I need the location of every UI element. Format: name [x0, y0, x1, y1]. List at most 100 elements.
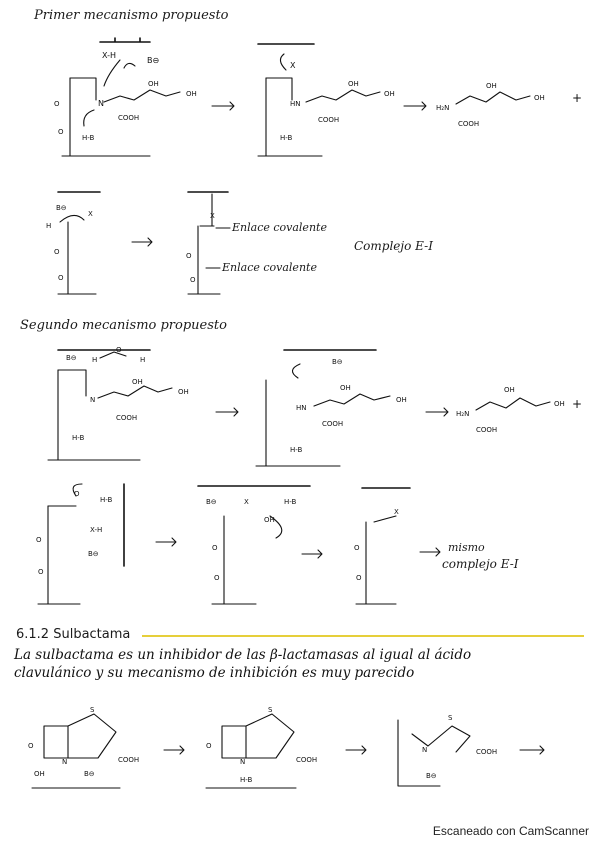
o-label-8b: O — [214, 574, 220, 582]
arrow-3a — [59, 214, 85, 223]
oh-label-2b: OH — [384, 90, 395, 98]
enzyme-wall-s3 — [397, 719, 441, 787]
h-label-3: H — [46, 222, 51, 230]
beta-lactam-ring-1 — [43, 725, 69, 759]
hb-label-1: H-B — [82, 134, 95, 142]
reaction-arrow-1 — [211, 101, 235, 111]
n-label-s1: N — [62, 758, 67, 766]
arrow-2a — [279, 53, 287, 71]
reaction-arrow-s3 — [519, 745, 545, 755]
arrow-1a — [103, 59, 121, 87]
bneg-label-3: B⊖ — [56, 204, 67, 212]
section-1-title: Primer mecanismo propuesto — [34, 8, 229, 23]
thiazolidine-ring-1 — [67, 713, 117, 759]
enlace-covalente-label-1: Enlace covalente — [232, 221, 327, 234]
sulbactam-paragraph-line-1: La sulbactama es un inhibidor de las β-l… — [14, 647, 472, 663]
water-bond — [99, 351, 127, 359]
reaction-arrow-s1 — [163, 745, 185, 755]
arrow-8a — [269, 515, 283, 539]
mismo-label: mismo — [448, 541, 485, 554]
section-2-title: Segundo mecanismo propuesto — [20, 318, 227, 333]
n-label-s2: N — [240, 758, 245, 766]
oh-label-1a: OH — [148, 80, 159, 88]
cooh-label-p2: COOH — [476, 426, 497, 434]
bneg-label-1: B⊖ — [147, 56, 159, 65]
chain-5 — [97, 385, 173, 399]
hb-label-8: H-B — [284, 498, 297, 506]
s-label-1: S — [90, 706, 95, 714]
product-chain-1 — [455, 91, 531, 105]
enzyme-surface-1 — [99, 37, 151, 43]
hb-label-5: H-B — [72, 434, 85, 442]
o-label-s1: O — [28, 742, 34, 750]
x-label-8: X — [244, 498, 249, 506]
s-label-3: S — [448, 714, 453, 722]
covalent-bond-9 — [373, 515, 397, 523]
o-label-3b: O — [58, 274, 64, 282]
o-label-7c: O — [38, 568, 44, 576]
o-label-1b: O — [58, 128, 64, 136]
oh-label-p2a: OH — [504, 386, 515, 394]
hb-label-6: H-B — [290, 446, 303, 454]
pointer-arrow-9 — [419, 547, 441, 557]
cooh-label-6: COOH — [322, 420, 343, 428]
bneg-label-6: B⊖ — [332, 358, 343, 366]
chain-1 — [103, 89, 181, 103]
o-label-s2: O — [206, 742, 212, 750]
oh-label-5a: OH — [132, 378, 143, 386]
opened-ring-s3 — [411, 725, 471, 753]
enzyme-wall-4 — [187, 225, 221, 295]
arrow-1b — [123, 62, 136, 69]
h-label-5b: H — [140, 356, 145, 364]
cooh-label-2: COOH — [318, 116, 339, 124]
cooh-label-1: COOH — [118, 114, 139, 122]
bneg-label-8: B⊖ — [206, 498, 217, 506]
ring-bond-5 — [57, 369, 87, 397]
enzyme-wall-9 — [355, 521, 397, 605]
o-label-4a: O — [186, 252, 192, 260]
hn-label-2: HN — [290, 100, 301, 108]
enlace-covalente-label-2: Enlace covalente — [222, 261, 317, 274]
sulbactam-paragraph-line-2: clavulánico y su mecanismo de inhibición… — [14, 665, 415, 681]
chain-2 — [305, 89, 381, 103]
x-label-3: X — [88, 210, 93, 218]
cooh-label-s2: COOH — [296, 756, 317, 764]
o-label-8a: O — [212, 544, 218, 552]
beta-lactam-ring-2 — [221, 725, 247, 759]
oh-label-8: OH — [264, 516, 275, 524]
reaction-arrow-s2 — [345, 745, 367, 755]
complejo-ei-label: Complejo E-I — [354, 239, 433, 253]
product-chain-2 — [475, 397, 551, 411]
oh-label-6b: OH — [396, 396, 407, 404]
n-label-5: N — [90, 396, 95, 404]
cooh-label-s3: COOH — [476, 748, 497, 756]
scheme-2-reaction: B⊖ H O H N OH OH COOH H-B B⊖ HN OH OH CO… — [47, 346, 582, 467]
scheme-2-complex: O H-B X-H B⊖ O O B⊖ X H-B OH O O X O O — [36, 483, 441, 605]
xh-label-7: X-H — [90, 526, 102, 534]
plus-sign-1: + — [572, 91, 582, 105]
o-label-1a: O — [54, 100, 60, 108]
x-label-9: X — [394, 508, 399, 516]
enzyme-wall-1 — [61, 77, 151, 157]
hb-label-s2: H-B — [240, 776, 253, 784]
n-label-s3: N — [422, 746, 427, 754]
oh-label-s1: OH — [34, 770, 45, 778]
o-label-3a: O — [54, 248, 60, 256]
hn-label-6: HN — [296, 404, 307, 412]
cooh-label-s1: COOH — [118, 756, 139, 764]
reaction-arrow-6 — [155, 537, 177, 547]
h2n-label-1: H₂N — [436, 104, 449, 112]
oh-label-5b: OH — [178, 388, 189, 396]
oh-label-p2b: OH — [554, 400, 565, 408]
reaction-arrow-3 — [131, 237, 153, 247]
bneg-label-5: B⊖ — [66, 354, 77, 362]
hb-label-2: H-B — [280, 134, 293, 142]
thiazolidine-ring-2 — [245, 713, 295, 759]
scheme-1-complex: B⊖ X H O O X O O — [46, 191, 231, 295]
enzyme-wall-2 — [257, 77, 323, 157]
section-3-heading: 6.1.2 Sulbactama — [16, 627, 131, 642]
o-label-7b: O — [36, 536, 42, 544]
x-label-4: X — [210, 212, 215, 220]
o-label-5: O — [116, 346, 122, 354]
